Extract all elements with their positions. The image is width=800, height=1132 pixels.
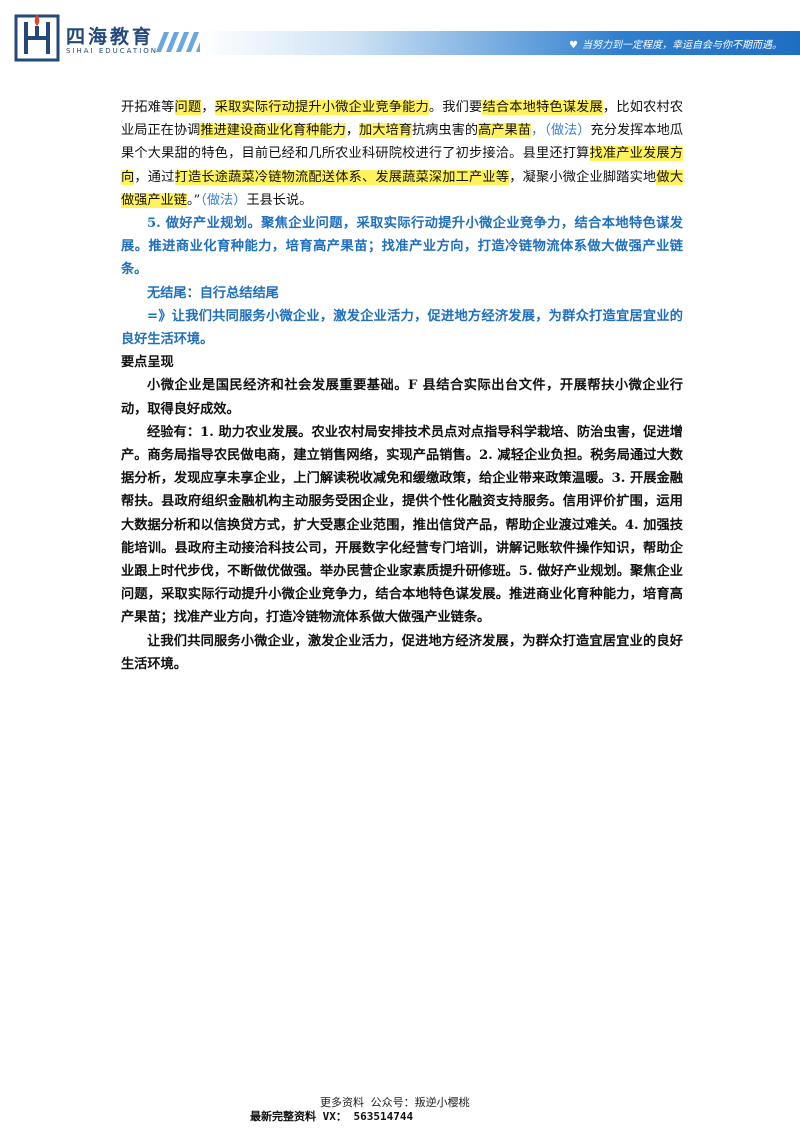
body-text: 充分发挥本地瓜果个大果甜的特色，目前已经和几所农业科研院校进行了初步接洽。县里还… [121,123,684,162]
brand-name: 四海教育 [66,26,155,48]
paragraph-ending: =》让我们共同服务小微企业，激发企业活力，促进地方经济发展，为群众打造宜居宜业的… [121,308,683,348]
document-body: 开拓难等问题，采取实际行动提升小微企业竞争能力。我们要结合本地特色谋发展，比如农… [121,96,683,676]
brand-name-en: SIHAI EDUCATION [66,47,159,55]
footer-line-2: 最新完整资料 VX： 563514744 [250,1110,414,1123]
sihai-logo-icon [14,14,60,62]
highlighted-text: 采取实际行动提升小微企业竞争能力 [214,100,429,115]
header-bar [200,31,800,55]
body-text: ， [345,123,360,139]
paragraph-summary-point5: 5. 做好产业规划。聚焦企业问题，采取实际行动提升小微企业竞争力，结合本地特色谋… [121,216,683,278]
highlighted-text: 加大培育 [359,123,412,139]
highlighted-text: 高产果苗 [478,123,531,139]
page-header: 四海教育 SIHAI EDUCATION ♥ 当努力到一定程度，幸运自会与你不期而… [0,0,800,80]
body-text: 。我们要 [428,100,483,115]
footer-line-1: 更多资料 公众号：叛逆小樱桃 [320,1096,470,1109]
slogan-text: 当努力到一定程度，幸运自会与你不期而遇。 [582,40,782,51]
paragraph-no-ending: 无结尾：自行总结结尾 [147,285,279,301]
body-text: 。” [186,192,201,208]
paragraph-experience: 经验有：1. 助力农业发展。农业农村局安排技术员点对点指导科学栽培、防治虫害，促… [121,424,683,626]
highlighted-text: 结合本地特色谋发展 [482,100,603,115]
body-text: 王县长说。 [246,192,313,208]
heart-icon: ♥ [569,40,578,51]
body-text: ， [201,100,215,115]
section-heading: 要点呈现 [121,355,174,371]
body-text: ，凝聚小微企业脚踏实地 [509,169,657,185]
body-text: 抗病虫害的 [411,123,479,139]
paragraph-quote: 开拓难等问题，采取实际行动提升小微企业竞争能力。我们要结合本地特色谋发展，比如农… [121,96,683,212]
body-text: ，通过 [134,169,175,185]
body-text: ，比如农村农业局正在协调 [121,100,684,139]
method-tag: ，（做法） [530,123,591,139]
highlighted-text: 打造长途蔬菜冷链物流配送体系、发展蔬菜深加工产业等 [174,169,510,185]
highlighted-text: 问题 [174,100,202,115]
paragraph-conclusion: 让我们共同服务小微企业，激发企业活力，促进地方经济发展，为群众打造宜居宜业的良好… [121,633,683,672]
header-slogan: ♥ 当努力到一定程度，幸运自会与你不期而遇。 [569,36,782,51]
method-tag: （做法） [200,192,247,208]
highlighted-text: 推进建设商业化育种能力 [200,123,346,139]
body-text: 开拓难等 [121,100,175,115]
paragraph-intro: 小微企业是国民经济和社会发展重要基础。F 县结合实际出台文件，开展帮扶小微企业行… [121,378,683,417]
